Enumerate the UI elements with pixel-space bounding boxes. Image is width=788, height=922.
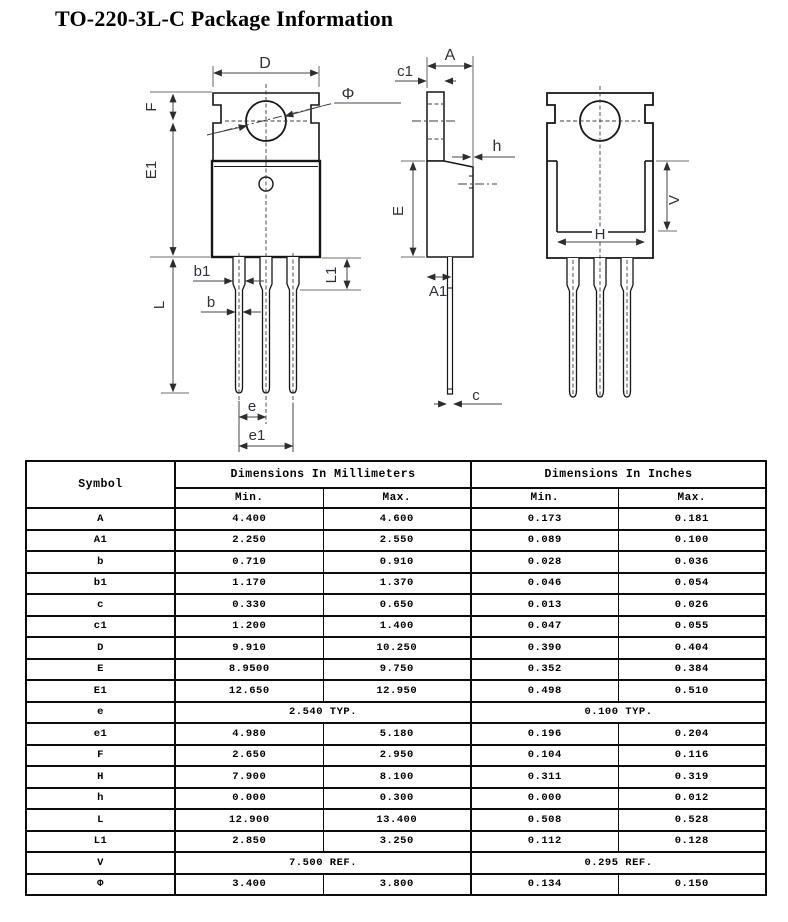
header-symbol: Symbol <box>25 460 176 509</box>
header-mm-group: Dimensions In Millimeters <box>174 460 472 489</box>
dim-label-A: A <box>445 47 456 64</box>
header-mm-max: Max. <box>322 487 472 509</box>
dim-label-e: e <box>248 398 256 415</box>
back-view: H V <box>546 86 689 398</box>
front-view: D Φ F E1 L b1 b L1 e e1 <box>143 55 401 452</box>
dim-label-E: E <box>390 206 407 216</box>
dim-label-A1: A1 <box>429 283 447 300</box>
header-in-group: Dimensions In Inches <box>470 460 767 489</box>
header-in-min: Min. <box>470 487 619 509</box>
dim-label-L1: L1 <box>323 267 340 284</box>
dim-label-c: c <box>472 387 480 404</box>
side-view: c1 A h E A1 c <box>390 47 515 408</box>
dimensions-table: Symbol Dimensions In Millimeters Dimensi… <box>25 460 767 896</box>
table-subheader-row: Min. Max. Min. Max. <box>26 487 767 509</box>
dim-label-L: L <box>151 301 168 309</box>
table-header-row: Symbol Dimensions In Millimeters Dimensi… <box>25 460 767 509</box>
dim-label-phi: Φ <box>342 86 355 103</box>
dim-label-H: H <box>595 226 606 243</box>
dim-label-e1: e1 <box>249 427 266 444</box>
dim-label-b1: b1 <box>194 263 211 280</box>
dim-label-c1: c1 <box>397 63 413 80</box>
page-title: TO-220-3L-C Package Information <box>55 6 394 31</box>
dim-label-V: V <box>666 195 683 205</box>
dim-label-F: F <box>143 102 160 111</box>
dim-label-D: D <box>259 55 271 72</box>
header-mm-min: Min. <box>174 487 324 509</box>
dim-label-h: h <box>493 138 502 155</box>
header-in-max: Max. <box>617 487 767 509</box>
package-drawing: D Φ F E1 L b1 b L1 e e1 <box>143 47 689 452</box>
dim-label-E1: E1 <box>143 161 160 179</box>
dim-label-b: b <box>207 294 215 311</box>
